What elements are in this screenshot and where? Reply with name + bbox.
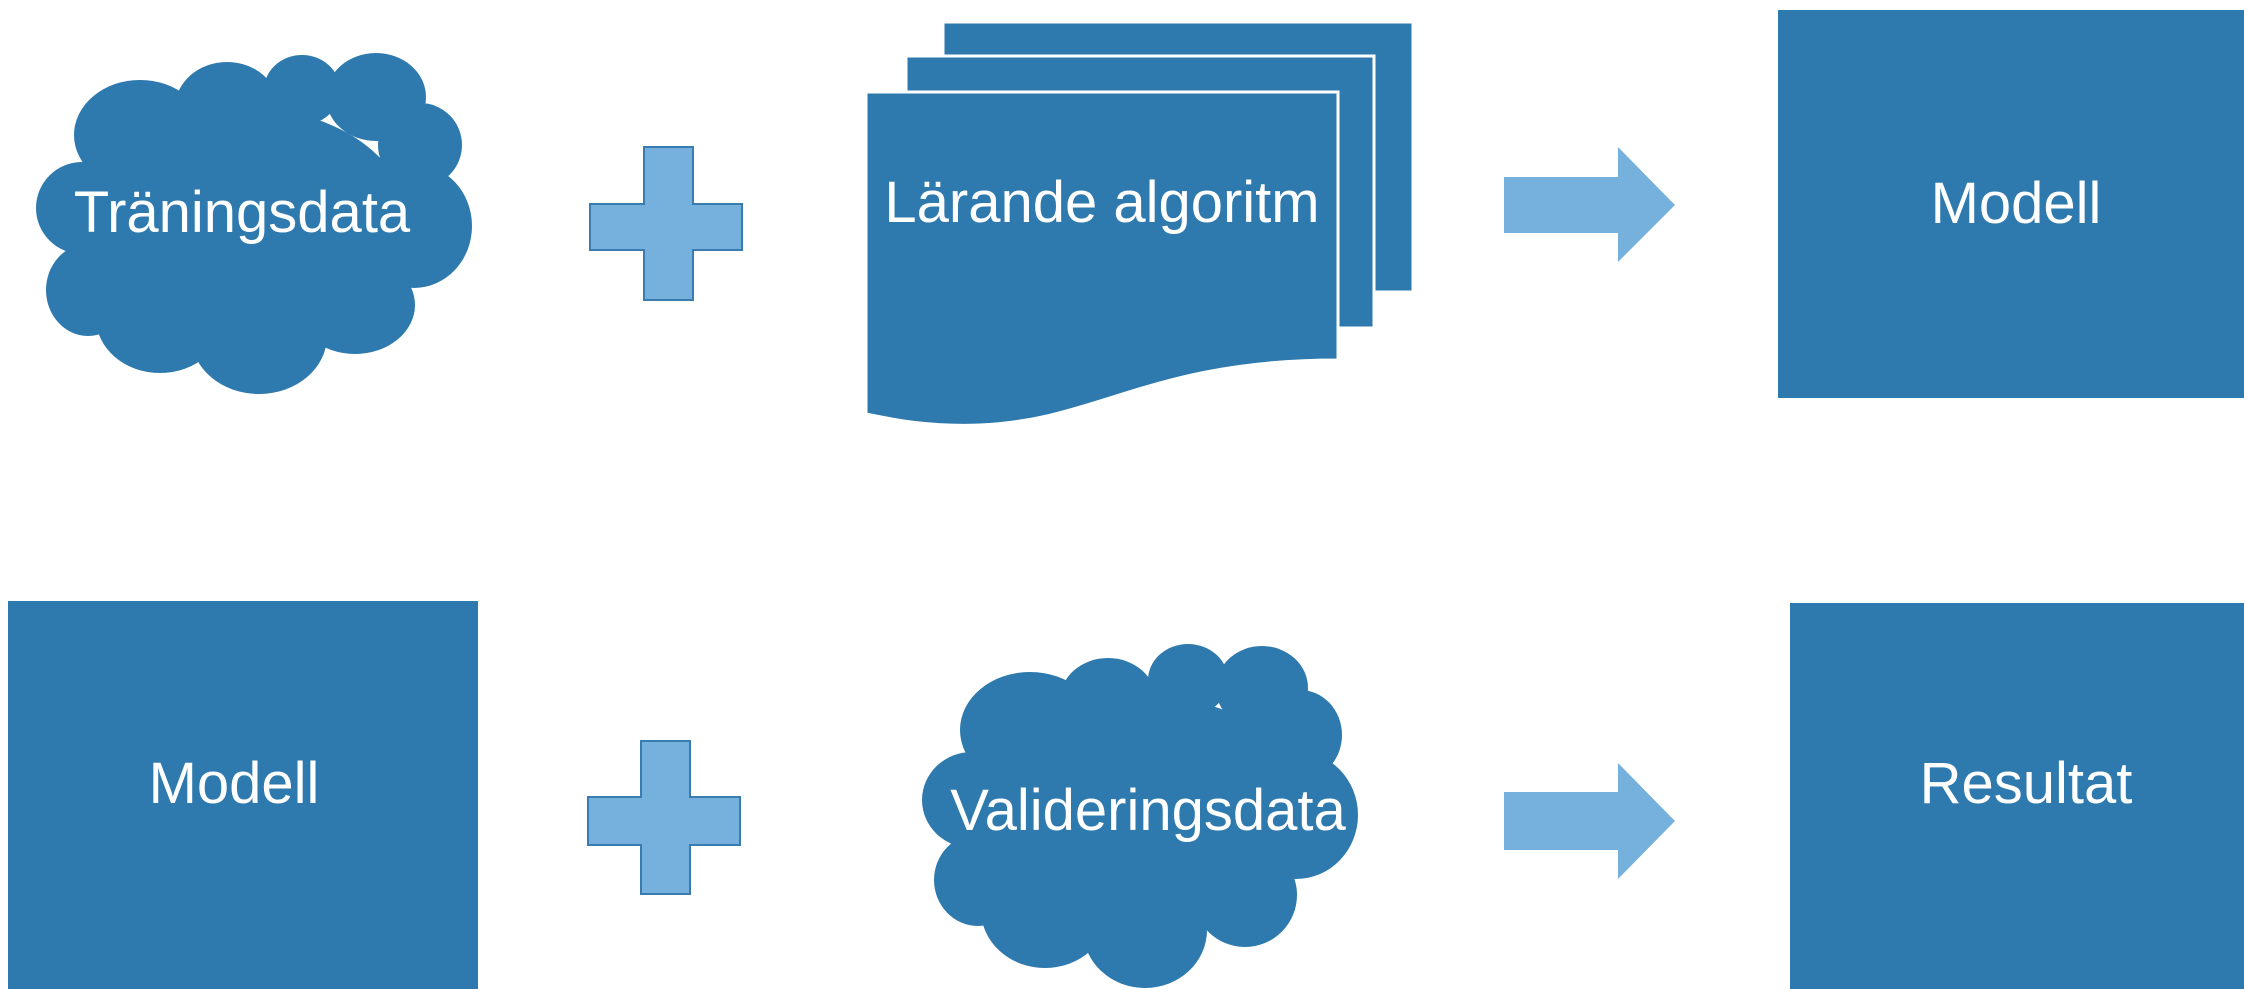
learning-algorithm-label: Lärande algoritm (884, 170, 1319, 235)
model-output-label: Modell (1931, 171, 2102, 236)
learning-algorithm-documents: Lärande algoritm (864, 20, 1415, 427)
result-output-box: Resultat (1790, 603, 2244, 989)
arrow-right-icon (1504, 763, 1675, 879)
arrow-right-icon (1504, 147, 1675, 262)
training-data-cloud: Träningsdata (36, 53, 472, 394)
training-data-label: Träningsdata (74, 180, 411, 245)
validation-data-label: Valideringsdata (950, 778, 1346, 843)
model-output-box: Modell (1778, 10, 2244, 398)
model-input-box: Modell (8, 601, 478, 989)
model-input-label: Modell (149, 751, 320, 816)
row-training: Träningsdata Lärande algoritm Modell (36, 10, 2244, 427)
plus-icon (587, 740, 741, 895)
validation-data-cloud: Valideringsdata (922, 644, 1358, 988)
plus-icon (589, 146, 743, 301)
result-output-label: Resultat (1920, 751, 2133, 816)
row-validation: Modell Valideringsdata (8, 601, 2244, 989)
